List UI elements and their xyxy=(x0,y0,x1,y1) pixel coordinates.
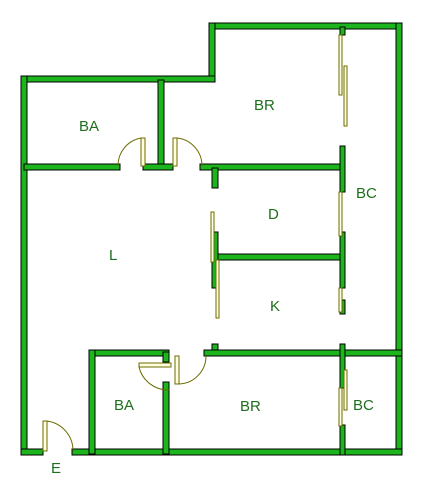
slider-balcony-upper-b xyxy=(343,65,348,127)
slider-balcony-upper-a xyxy=(338,34,343,96)
wall-lower-block-top xyxy=(88,349,170,357)
room-label-living: L xyxy=(109,247,117,264)
room-label-balcony-upper: BC xyxy=(356,185,377,202)
wall-balcony-upper-divider-top xyxy=(339,26,346,36)
slider-dining-left-b xyxy=(215,259,220,319)
exterior-wall-right xyxy=(395,22,403,456)
room-label-bedroom-lower: BR xyxy=(240,398,261,415)
wall-br-stub xyxy=(211,167,219,189)
room-label-dining: D xyxy=(268,206,279,223)
wall-lower-block-top-right xyxy=(203,349,403,357)
wall-balcony-upper-divider-mid xyxy=(339,145,346,193)
wall-lower-ba-right-stub xyxy=(162,351,170,363)
exterior-wall-bottom-right xyxy=(71,448,403,456)
slider-kitchen-right-a xyxy=(338,191,343,237)
wall-ba-br-divider xyxy=(157,79,165,169)
slider-kitchen-right-b xyxy=(338,287,343,313)
sliding-doors xyxy=(210,34,348,427)
wall-dining-right xyxy=(339,231,346,289)
exterior-wall-step-vertical xyxy=(208,22,216,80)
wall-lower-ba-right xyxy=(162,381,170,455)
wall-dining-kitchen xyxy=(214,253,344,261)
door-br-lower-arc xyxy=(178,355,207,385)
room-label-bedroom-upper: BR xyxy=(254,97,275,114)
room-label-bath-lower: BA xyxy=(114,397,134,414)
room-labels: BA BR BC D L K BA BR BC E xyxy=(51,97,377,477)
exterior-wall-top-left xyxy=(20,75,216,83)
room-label-balcony-lower: BC xyxy=(353,397,374,414)
entrance-label: E xyxy=(51,460,61,477)
room-label-bath-upper: BA xyxy=(79,118,99,135)
exterior-wall-left xyxy=(20,75,28,456)
door-br-upper-arc xyxy=(176,137,203,167)
doors xyxy=(42,137,207,452)
wall-lower-ba-left xyxy=(88,349,96,455)
exterior-wall-bottom-left xyxy=(20,448,44,456)
door-ba-upper-arc xyxy=(117,137,142,167)
door-entrance-leaf xyxy=(42,420,48,452)
wall-balcony-lower-divider-bottom xyxy=(339,424,346,456)
door-br-lower-leaf xyxy=(174,355,180,385)
walls xyxy=(20,22,403,456)
slider-balcony-lower-b xyxy=(343,369,348,411)
wall-br-bottom xyxy=(199,163,346,171)
wall-ba-bottom-stub xyxy=(142,163,174,171)
wall-ba-bottom xyxy=(23,163,121,171)
slider-balcony-lower-a xyxy=(338,387,343,427)
door-ba-upper-leaf xyxy=(140,137,146,167)
slider-dining-left-a xyxy=(210,211,215,263)
door-entrance-arc xyxy=(46,420,74,452)
room-label-kitchen: K xyxy=(270,298,280,315)
door-br-upper-leaf xyxy=(172,137,178,167)
door-ba-lower-arc xyxy=(138,366,170,391)
door-ba-lower-leaf xyxy=(138,362,172,368)
exterior-wall-top-right xyxy=(208,22,402,30)
